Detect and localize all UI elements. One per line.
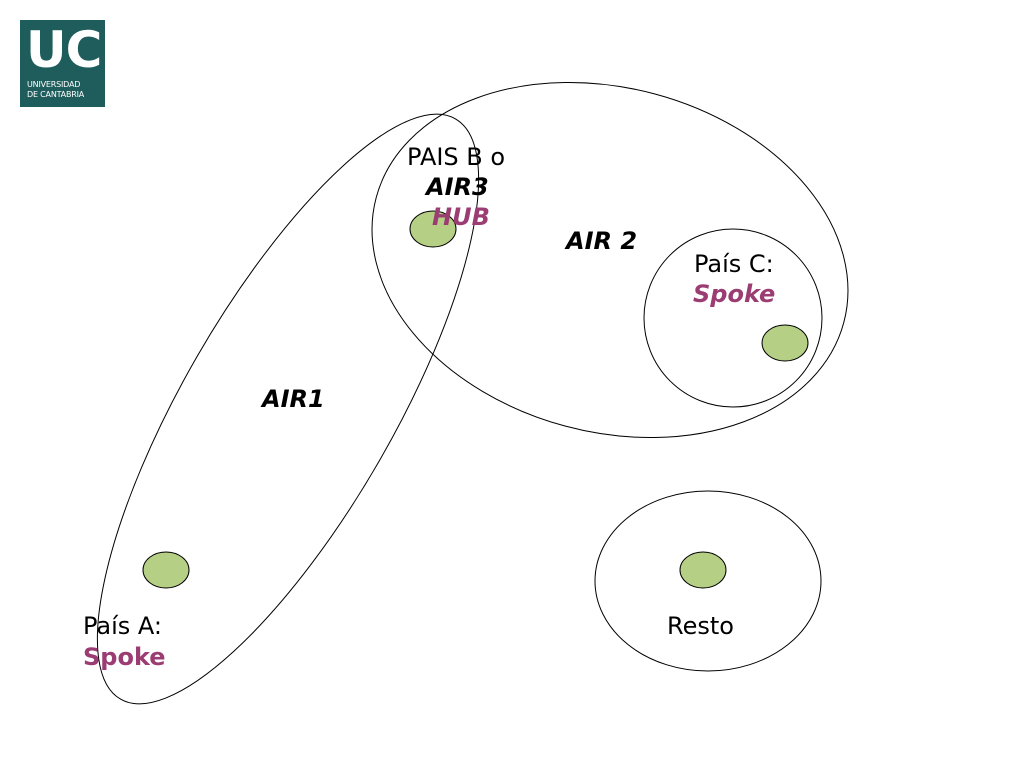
logo-text-line2: DE CANTABRIA <box>27 90 85 99</box>
air1-region <box>96 113 480 705</box>
pais-c-label: País C: <box>694 250 774 278</box>
pais-a-node <box>142 551 190 589</box>
air3-label: AIR3 <box>426 173 489 201</box>
air2-label: AIR 2 <box>566 227 638 255</box>
pais-c-spoke-label: Spoke <box>693 280 776 308</box>
resto-label: Resto <box>667 612 734 640</box>
logo-mark: UC <box>26 21 102 79</box>
logo-text-line1: UNIVERSIDAD <box>27 80 81 89</box>
pais-b-label: PAIS B o <box>407 143 506 171</box>
pais-c-node <box>761 324 809 362</box>
air2-region <box>371 81 849 439</box>
air1-label: AIR1 <box>262 385 325 413</box>
resto-node <box>679 551 727 589</box>
pais-a-spoke-label: Spoke <box>83 643 166 671</box>
uc-logo: UC UNIVERSIDAD DE CANTABRIA <box>20 20 105 107</box>
resto-region <box>594 490 822 672</box>
hub-label: HUB <box>432 203 490 231</box>
pais-b-node <box>409 210 457 248</box>
pais-a-label: País A: <box>83 612 162 640</box>
pais-c-region <box>643 228 823 408</box>
